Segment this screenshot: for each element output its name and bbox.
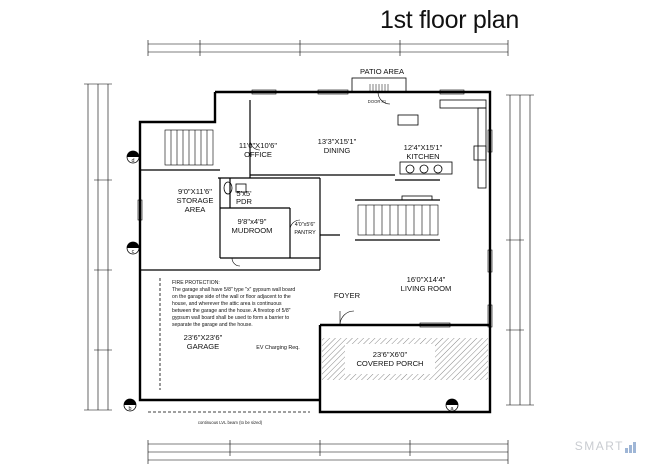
garage-size: 23'6"X23'6" — [184, 333, 223, 342]
fire-protection-line-1: FIRE PROTECTION: — [172, 280, 220, 286]
fire-protection-line-2: The garage shall have 5/8" type "x" gyps… — [172, 287, 295, 293]
office-size: 11'0"X10'6" — [239, 141, 277, 150]
door-note: DOOR #1 — [368, 99, 387, 104]
pantry-size: 4'0"x5'6" — [295, 222, 316, 228]
patio-slab — [351, 77, 407, 93]
fire-protection-line-3: on the garage side of the wall or floor … — [172, 294, 291, 300]
section-marker-b: b — [123, 398, 137, 412]
interior-walls — [140, 100, 440, 271]
foyer-label: FOYER — [334, 291, 361, 300]
kitchen-fixtures — [397, 99, 487, 201]
dining-size: 13'3"X15'1" — [318, 137, 357, 146]
living-room-label: LIVING ROOM — [401, 284, 452, 293]
ev-charging-note: EV Charging Req. — [256, 345, 299, 351]
pantry-label: PANTRY — [294, 230, 316, 236]
dimension-lines — [84, 40, 534, 464]
living-room-size: 16'0"X14'4" — [407, 275, 446, 284]
fire-protection-line-5: between the garage and the house. A fire… — [172, 308, 291, 314]
windows — [137, 89, 493, 328]
section-label-c: c — [132, 249, 135, 255]
office-label: OFFICE — [244, 150, 272, 159]
kitchen-size: 12'4"X15'1" — [404, 143, 443, 152]
section-label-a: a — [451, 406, 454, 412]
stairs — [164, 129, 439, 236]
porch-label-backdrop — [345, 344, 435, 374]
section-marker-c: c — [126, 241, 140, 255]
watermark-bar-icon — [629, 445, 632, 453]
section-marker-d: d — [126, 150, 140, 164]
garage-label: GARAGE — [187, 342, 220, 351]
section-label-d: d — [132, 158, 135, 164]
watermark-bar-icon — [625, 448, 628, 453]
mudroom-label: MUDROOM — [232, 226, 273, 235]
storage-label: STORAGE — [177, 196, 214, 205]
door-swings — [231, 91, 391, 326]
watermark-text: SMART — [574, 439, 624, 453]
smart-watermark: SMART — [575, 439, 636, 453]
exterior-walls — [138, 90, 492, 414]
fire-protection-note: FIRE PROTECTION: The garage shall have 5… — [172, 280, 295, 328]
fire-protection-line-4: house, and wherever the attic area is co… — [172, 301, 282, 307]
watermark-bar-icon — [633, 442, 636, 453]
section-markers: d c b a — [123, 150, 459, 412]
fire-protection-line-7: separate the garage and the house. — [172, 322, 253, 328]
section-label-b: b — [129, 406, 132, 412]
covered-porch-size: 23'6"X6'0" — [373, 350, 408, 359]
lvl-beam-note: continuous LVL beam (to be sized) — [198, 420, 263, 425]
page-title: 1st floor plan — [380, 6, 519, 34]
storage-size: 9'0"X11'6" — [178, 187, 212, 196]
section-marker-a: a — [445, 398, 459, 412]
pdr-size: 5'x5' — [236, 189, 252, 198]
pdr-fixtures — [223, 181, 247, 195]
dining-label: DINING — [324, 146, 351, 155]
covered-porch-label: COVERED PORCH — [356, 359, 423, 368]
kitchen-label: KITCHEN — [406, 152, 439, 161]
mudroom-size: 9'8"x4'9" — [238, 217, 267, 226]
patio-label: PATIO AREA — [360, 67, 405, 76]
fire-protection-line-6: gypsum wall board shall be used to form … — [172, 315, 289, 321]
pdr-label: PDR — [236, 197, 253, 206]
patio-hatch — [369, 84, 389, 91]
garage-doors — [148, 278, 310, 413]
storage-area-label: AREA — [185, 205, 207, 214]
